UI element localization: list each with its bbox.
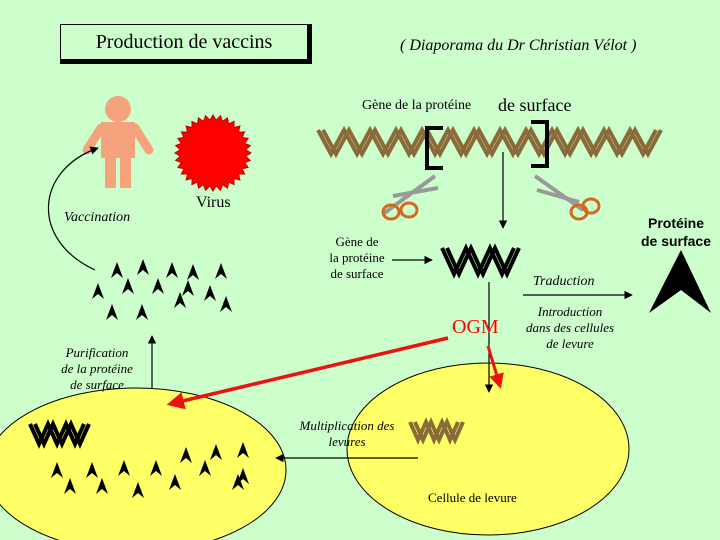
dna-strand xyxy=(445,243,521,279)
dna-strand xyxy=(321,125,663,159)
protein-group-top xyxy=(92,259,232,320)
multiplication-label-line2: levures xyxy=(328,434,366,449)
purification-label-line2: de la protéine xyxy=(61,361,133,376)
protein-label-line1: Protéine xyxy=(647,215,704,231)
gene-label-prefix: Gène de la protéine xyxy=(362,98,472,113)
protein-icon xyxy=(215,263,227,279)
multiplication-label: Multiplication des levures xyxy=(292,418,402,450)
traduction-label: Traduction xyxy=(533,274,595,289)
credit-text: ( Diaporama du Dr Christian Vélot ) xyxy=(400,37,637,54)
protein-icon xyxy=(199,460,211,476)
protein-triangle-icon xyxy=(649,250,711,313)
gene-label-suffix: de surface xyxy=(498,95,572,115)
dna-strand xyxy=(408,417,460,445)
introduction-label-line3: de levure xyxy=(546,336,594,351)
protein-icon xyxy=(220,296,232,312)
protein-icon xyxy=(92,283,104,299)
protein-icon xyxy=(237,442,249,458)
protein-icon xyxy=(96,478,108,494)
dna-strand xyxy=(316,125,658,159)
introduction-label-line1: Introduction xyxy=(537,304,603,319)
gene-small-label-line3: de surface xyxy=(330,266,384,281)
gene-small-label-line1: Gène de xyxy=(335,234,379,249)
human-figure-icon xyxy=(82,96,154,188)
protein-group-yeast xyxy=(51,442,249,498)
gene-small xyxy=(440,243,521,279)
protein-icon xyxy=(174,292,186,308)
introduction-label: Introduction dans des cellules de levure xyxy=(515,304,625,352)
purification-label-line1: Purification xyxy=(65,345,129,360)
protein-icon xyxy=(187,264,199,280)
gene-large xyxy=(316,125,663,159)
protein-icon xyxy=(166,262,178,278)
scissors-icon xyxy=(381,174,439,221)
ogm-label: OGM xyxy=(452,316,499,338)
dna-strand xyxy=(440,243,516,279)
protein-icon xyxy=(118,460,130,476)
multiplication-label-line1: Multiplication des xyxy=(299,418,395,433)
protein-icon xyxy=(86,462,98,478)
protein-label: Protéine de surface xyxy=(636,214,716,250)
page-title: Production de vaccins xyxy=(60,24,308,60)
red-arrow-ogm-to-cell xyxy=(486,345,504,389)
protein-icon xyxy=(51,462,63,478)
gene-bracket-right xyxy=(531,120,549,168)
protein-icon xyxy=(182,280,194,296)
protein-icon xyxy=(132,482,144,498)
protein-icon xyxy=(111,262,123,278)
gene-small-label: Gène de la protéine de surface xyxy=(316,234,398,282)
protein-icon xyxy=(152,278,164,294)
protein-icon xyxy=(106,304,118,320)
purification-label: Purification de la protéine de surface xyxy=(50,345,144,393)
protein-icon xyxy=(150,460,162,476)
yeast-cell-label: Cellule de levure xyxy=(428,490,517,505)
protein-icon xyxy=(136,304,148,320)
virus-icon xyxy=(174,114,252,192)
protein-icon xyxy=(64,478,76,494)
protein-label-line2: de surface xyxy=(640,233,712,249)
scissors-icon xyxy=(533,174,601,221)
protein-icon xyxy=(180,447,192,463)
gene-small-label-line2: la protéine xyxy=(329,250,385,265)
title-shadow: Production de vaccins xyxy=(60,24,312,64)
red-arrow-ogm-to-purification xyxy=(166,336,449,410)
gene-in-yeast-right xyxy=(408,417,465,445)
gene-bracket-left xyxy=(425,126,443,170)
purification-label-line3: de surface xyxy=(70,377,124,392)
dna-strand xyxy=(33,419,91,449)
yeast-cell-left xyxy=(0,387,287,540)
dna-strand xyxy=(413,417,465,445)
vaccination-label: Vaccination xyxy=(64,210,131,225)
protein-icon xyxy=(204,285,216,301)
protein-icon xyxy=(210,444,222,460)
introduction-label-line2: dans des cellules xyxy=(525,320,615,335)
arrow-vaccination xyxy=(47,146,99,271)
protein-icon xyxy=(137,259,149,275)
yeast-cell-right xyxy=(346,362,630,536)
gene-in-yeast-left xyxy=(28,419,91,449)
protein-icon xyxy=(169,474,181,490)
protein-icon xyxy=(122,278,134,294)
virus-label: Virus xyxy=(196,194,231,211)
dna-strand xyxy=(28,419,86,449)
protein-icon xyxy=(232,474,244,490)
